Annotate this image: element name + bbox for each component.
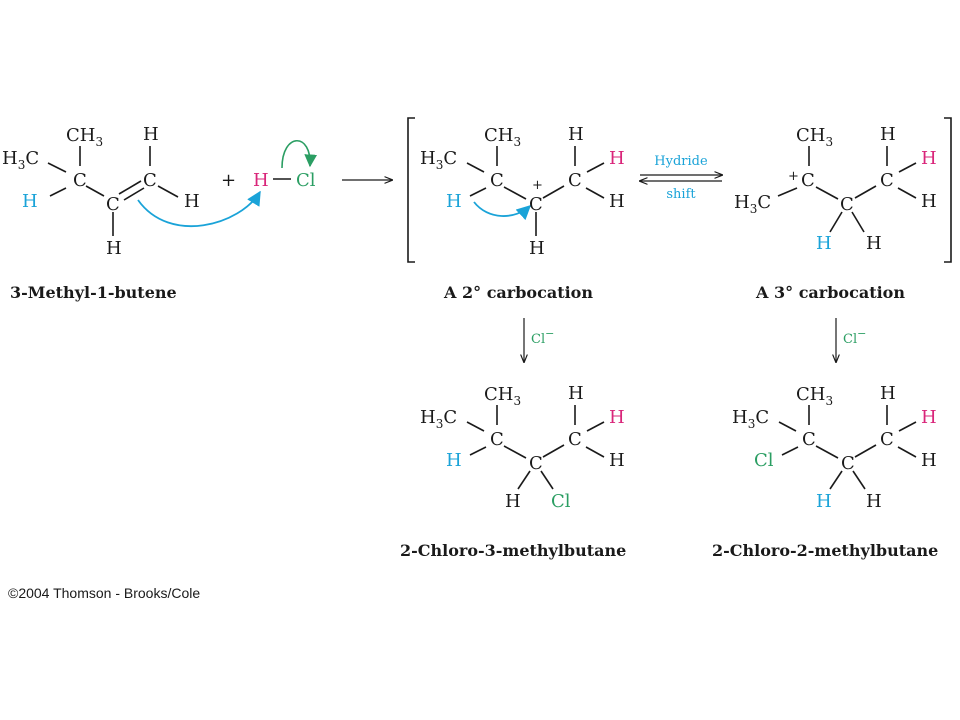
product-a-molecule: CH3 H3C C H C C H H H H Cl: [420, 383, 625, 512]
chloride-label: Cl−: [531, 327, 554, 347]
carbon-atom: C: [490, 429, 504, 450]
hydrogen-atom: H: [866, 233, 882, 254]
shifted-hydrogen: H: [816, 491, 832, 512]
hydride-shift-equilibrium: Hydride shift: [640, 154, 722, 202]
plus-sign: +: [221, 170, 236, 191]
hydrogen-atom: H: [568, 124, 584, 145]
carbon-atom: C: [529, 453, 543, 474]
hydrogen-atom: H: [143, 124, 159, 145]
chloride-label: Cl−: [843, 327, 866, 347]
positive-charge: +: [532, 178, 543, 193]
hydrogen-atom: H: [609, 191, 625, 212]
h3c-group: H3C: [420, 148, 457, 172]
reactant-label: 3-Methyl-1-butene: [10, 283, 177, 302]
ch3-group: CH3: [796, 125, 833, 149]
cationic-carbon: C: [801, 170, 815, 191]
reactant-molecule: CH3 H3C C H C C H H H: [2, 124, 261, 259]
ch3-group: CH3: [484, 384, 521, 408]
added-hydrogen: H: [921, 407, 937, 428]
carbon-atom: C: [106, 194, 120, 215]
hydrogen-atom: H: [106, 238, 122, 259]
hydrogen-atom: H: [609, 450, 625, 471]
tertiary-carbocation-label: A 3° carbocation: [755, 283, 905, 302]
hydrogen-atom: H: [505, 491, 521, 512]
equilibrium-label-top: Hydride: [654, 154, 708, 169]
copyright-notice: ©2004 Thomson - Brooks/Cole: [8, 585, 200, 601]
hydrogen-atom: H: [880, 124, 896, 145]
h3c-group: H3C: [734, 192, 771, 216]
acidic-hydrogen: H: [253, 170, 269, 191]
h3c-group: H3C: [2, 148, 39, 172]
chlorine-atom: Cl: [754, 450, 774, 471]
carbon-atom: C: [143, 170, 157, 191]
secondary-carbocation: CH3 H3C C H + C C H H H H: [420, 124, 625, 259]
cationic-carbon: C: [529, 194, 543, 215]
hydrogen-atom: H: [568, 383, 584, 404]
positive-charge: +: [788, 169, 799, 184]
left-bracket: [407, 117, 415, 263]
h3c-group: H3C: [420, 407, 457, 431]
hydrogen-atom: H: [921, 191, 937, 212]
added-hydrogen: H: [609, 148, 625, 169]
carbon-atom: C: [841, 453, 855, 474]
ch3-group: CH3: [796, 384, 833, 408]
hcl-molecule: H Cl: [253, 140, 318, 191]
carbon-atom: C: [490, 170, 504, 191]
ch3-group: CH3: [66, 125, 103, 149]
carbon-atom: C: [880, 429, 894, 450]
added-hydrogen: H: [921, 148, 937, 169]
carbon-atom: C: [568, 170, 582, 191]
carbon-atom: C: [840, 194, 854, 215]
hydrogen-atom: H: [866, 491, 882, 512]
product-b-label: 2-Chloro-2-methylbutane: [712, 541, 938, 560]
chloride-attack-left: Cl−: [524, 318, 554, 362]
carbon-atom: C: [802, 429, 816, 450]
hydride-hydrogen: H: [22, 191, 38, 212]
carbon-atom: C: [880, 170, 894, 191]
product-a-label: 2-Chloro-3-methylbutane: [400, 541, 626, 560]
hydrogen-atom: H: [184, 191, 200, 212]
carbon-atom: C: [73, 170, 87, 191]
chlorine-atom: Cl: [551, 491, 571, 512]
hydrogen-atom: H: [921, 450, 937, 471]
added-hydrogen: H: [609, 407, 625, 428]
secondary-carbocation-label: A 2° carbocation: [443, 283, 593, 302]
h3c-group: H3C: [732, 407, 769, 431]
hydrogen-atom: H: [880, 383, 896, 404]
product-b-molecule: CH3 H3C C Cl C C H H H H H: [732, 383, 937, 512]
ch3-group: CH3: [484, 125, 521, 149]
right-bracket: [944, 117, 952, 263]
hydride-hydrogen: H: [446, 450, 462, 471]
carbon-atom: C: [568, 429, 582, 450]
hydrogen-atom: H: [529, 238, 545, 259]
equilibrium-label-bottom: shift: [666, 187, 696, 202]
tertiary-carbocation: CH3 + C H3C C C H H H H H: [734, 124, 937, 254]
chlorine-atom: Cl: [296, 170, 316, 191]
shifted-hydrogen: H: [816, 233, 832, 254]
hydride-hydrogen: H: [446, 191, 462, 212]
chloride-attack-right: Cl−: [836, 318, 866, 362]
